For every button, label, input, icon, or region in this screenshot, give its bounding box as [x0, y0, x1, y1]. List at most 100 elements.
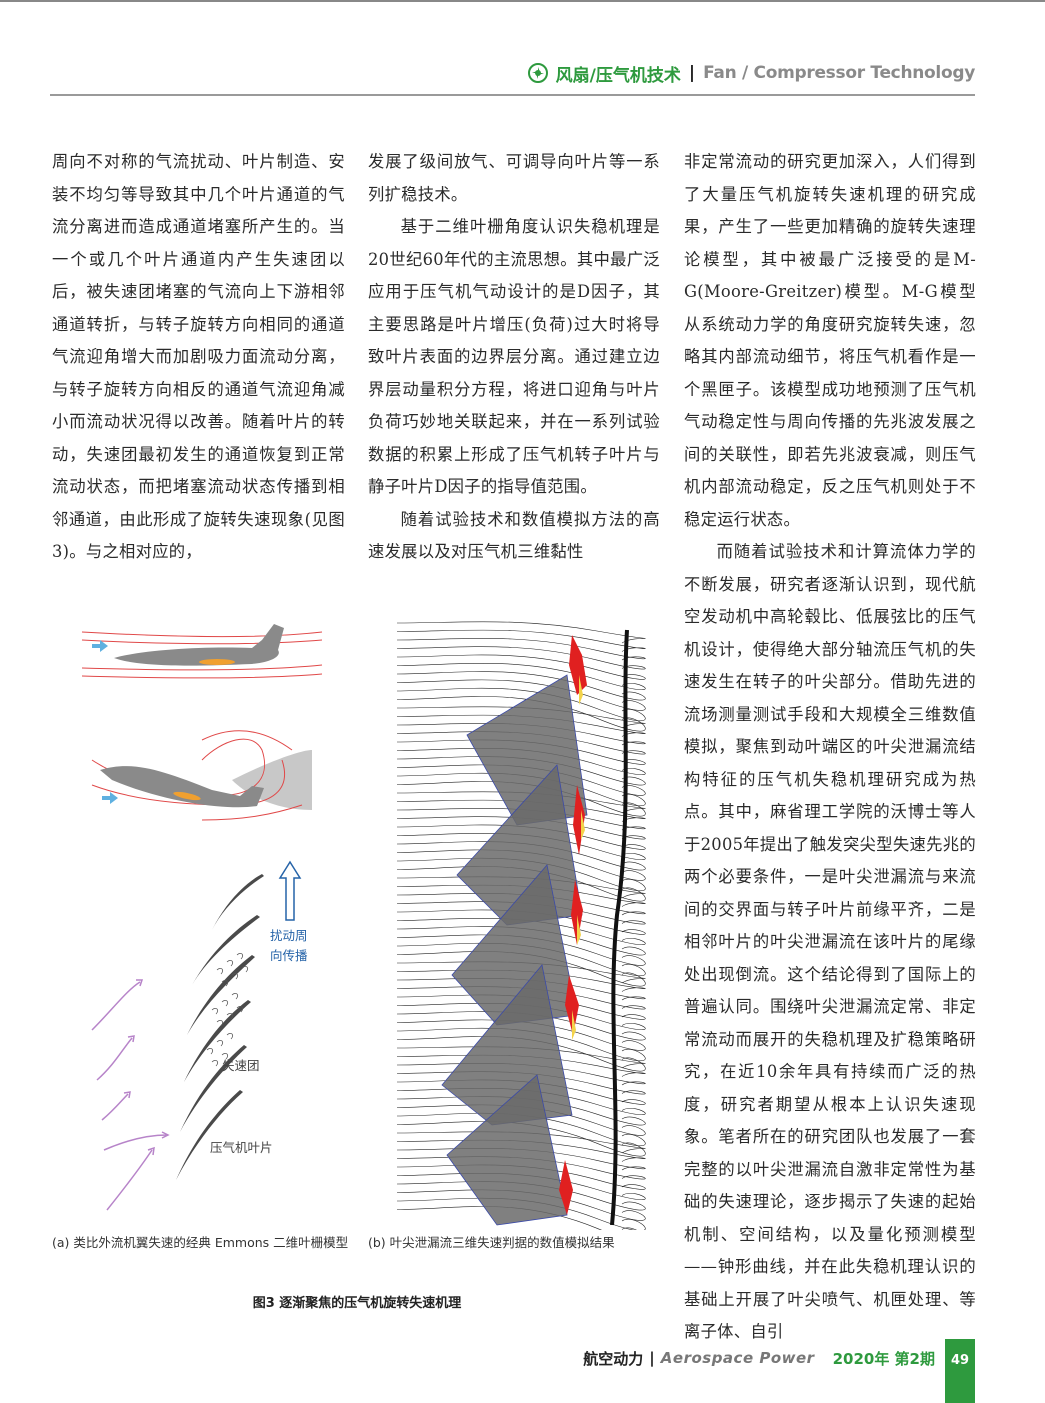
text-column-2: 发展了级间放气、可调导向叶片等一系列扩稳技术。 基于二维叶栅角度认识失稳机理是2… — [368, 146, 660, 569]
streamline — [397, 781, 646, 817]
streamline — [397, 808, 646, 831]
streamline — [397, 772, 646, 807]
streamline — [397, 714, 646, 737]
streamline — [397, 969, 646, 992]
streamline — [397, 994, 646, 1020]
streamline — [397, 1019, 646, 1051]
streamline — [397, 1172, 646, 1201]
streamline — [397, 832, 646, 861]
paragraph: 基于二维叶栅角度认识失稳机理是20世纪60年代的主流思想。其中最广泛应用于压气机… — [368, 217, 660, 496]
streamline — [397, 961, 646, 984]
journal-title-cn: 航空动力 — [583, 1349, 644, 1368]
flow-arrow-icon — [102, 792, 118, 804]
streamline — [397, 824, 646, 850]
running-header: 风扇/压气机技术 | Fan / Compressor Technology — [527, 58, 975, 88]
streamline — [397, 857, 646, 892]
figure-3: 扰动周 向传播 失速团 压气机叶片 — [52, 610, 662, 1230]
stall-cell-vortices — [206, 952, 249, 1067]
streamline — [397, 1096, 646, 1126]
streamline — [397, 1121, 646, 1157]
journal-title-en: Aerospace Power — [660, 1349, 815, 1367]
streamline — [397, 1206, 637, 1230]
streamline — [397, 696, 646, 732]
figure-3a-emmons-cascade: 扰动周 向传播 失速团 压气机叶片 — [81, 624, 323, 1211]
streamline — [397, 849, 646, 881]
streamline — [397, 866, 646, 902]
streamline — [397, 723, 646, 746]
streamline — [397, 1189, 646, 1221]
streamline — [397, 756, 646, 786]
streamline — [397, 917, 646, 946]
streamline — [397, 621, 646, 644]
propagation-label: 向传播 — [270, 948, 308, 963]
streamline — [397, 1002, 646, 1031]
streamline — [397, 1027, 646, 1062]
streamline — [397, 1148, 646, 1171]
streamline — [397, 909, 646, 935]
header-separator: | — [688, 63, 696, 83]
streamline — [397, 747, 646, 776]
streamline — [397, 1112, 646, 1147]
streamline — [397, 816, 646, 840]
streamline — [397, 671, 646, 701]
figure-3b-tip-leakage-simulation — [397, 621, 646, 1230]
figure-caption-b: (b) 叶尖泄漏流三维失速判据的数值模拟结果 — [368, 1235, 615, 1250]
figure-caption-a: (a) 类比外流机翼失速的经典 Emmons 二维叶栅模型 — [52, 1235, 349, 1250]
streamline — [397, 1054, 646, 1077]
cascade-blades — [176, 874, 264, 1180]
paragraph: 随着试验技术和数值模拟方法的高速发展以及对压气机三维黏性 — [368, 509, 660, 562]
paragraph: 周向不对称的气流扰动、叶片制造、安装不均匀等导致其中几个叶片通道的气流分离进而造… — [52, 152, 345, 561]
streamline — [397, 986, 646, 1010]
streamline — [397, 1131, 646, 1154]
blade-surfaces — [441, 674, 588, 1226]
streamline — [397, 731, 646, 755]
paragraph: 而随着试验技术和计算流体力学的不断发展，研究者逐渐认识到，现代航空发动机中高轮毂… — [684, 542, 976, 1341]
streamline — [397, 1164, 646, 1190]
streamline — [397, 764, 646, 796]
streamline — [397, 662, 646, 691]
streamline — [397, 679, 646, 711]
running-footer: 航空动力 | Aerospace Power 2020年 第2期 — [583, 1346, 935, 1370]
section-title-cn: 风扇/压气机技术 — [555, 65, 681, 86]
streamline — [397, 1197, 646, 1230]
streamline — [397, 951, 646, 987]
streamline — [397, 1104, 646, 1136]
section-title-en: Fan / Compressor Technology — [703, 63, 975, 83]
tip-leakage-highlights — [559, 635, 587, 1215]
streamline — [397, 1071, 646, 1095]
propagation-arrow-icon — [278, 860, 302, 921]
streamline — [397, 1139, 646, 1162]
streamline — [397, 706, 646, 729]
streamline — [397, 646, 646, 670]
casing-wall — [610, 629, 629, 1226]
figure-title: 图3 逐渐聚焦的压气机旋转失速机理 — [252, 1296, 462, 1311]
flow-arrow-icon — [92, 640, 108, 652]
streamline — [397, 978, 646, 1001]
inflow-arrows — [91, 979, 170, 1211]
streamline — [397, 739, 646, 765]
streamline — [397, 841, 646, 871]
streamline — [397, 1181, 646, 1211]
header-rule — [50, 94, 975, 96]
paragraph: 非定常流动的研究更加深入，人们得到了大量压气机旋转失速机理的研究成果，产生了一些… — [684, 152, 976, 529]
airfoil-attached-flow-illustration — [81, 624, 323, 679]
airfoil-stalled-flow-illustration — [91, 730, 312, 821]
page-number: 49 — [945, 1339, 975, 1403]
streamlines — [397, 621, 646, 1230]
streamline — [397, 901, 646, 925]
streamline — [397, 934, 646, 966]
streamline — [397, 893, 646, 916]
streamline — [397, 638, 646, 661]
streamline — [397, 1011, 646, 1041]
streamline — [397, 799, 646, 822]
streamline — [397, 791, 646, 814]
streamline — [397, 942, 646, 977]
fan-logo-icon — [527, 63, 548, 83]
text-column-1: 周向不对称的气流扰动、叶片制造、安装不均匀等导致其中几个叶片通道的气流分离进而造… — [52, 146, 345, 569]
streamline — [397, 1063, 646, 1086]
streamline — [397, 876, 646, 899]
footer-separator: | — [649, 1349, 655, 1367]
streamline — [397, 629, 646, 652]
streamline — [397, 1036, 646, 1072]
streamline — [397, 884, 646, 907]
